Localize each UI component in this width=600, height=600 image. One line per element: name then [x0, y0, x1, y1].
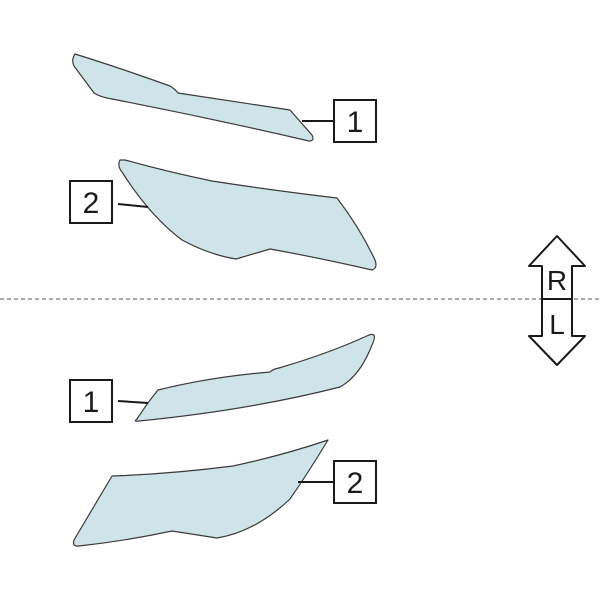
left-side-label: L: [549, 309, 565, 340]
right-side-label: R: [547, 265, 567, 296]
callout-lower-2-label: 2: [347, 467, 364, 500]
upper-part-2-shape: [118, 159, 377, 271]
callout-upper-2: 2: [69, 180, 113, 224]
double-arrow-icon: [528, 235, 586, 366]
callout-upper-1-label: 1: [347, 106, 364, 139]
callout-lower-1-label: 1: [83, 386, 100, 419]
lower-part-2-shape: [72, 439, 329, 547]
side-indicator: R L: [528, 235, 586, 366]
callout-upper-2-label: 2: [83, 187, 100, 220]
callout-lower-1: 1: [69, 379, 113, 423]
leader-lower-1: [117, 400, 149, 404]
callout-lower-2: 2: [333, 460, 377, 504]
upper-part-1-shape: [72, 53, 314, 142]
leader-upper-2: [117, 203, 149, 208]
lower-part-1-shape: [134, 333, 375, 422]
callout-upper-1: 1: [333, 99, 377, 143]
